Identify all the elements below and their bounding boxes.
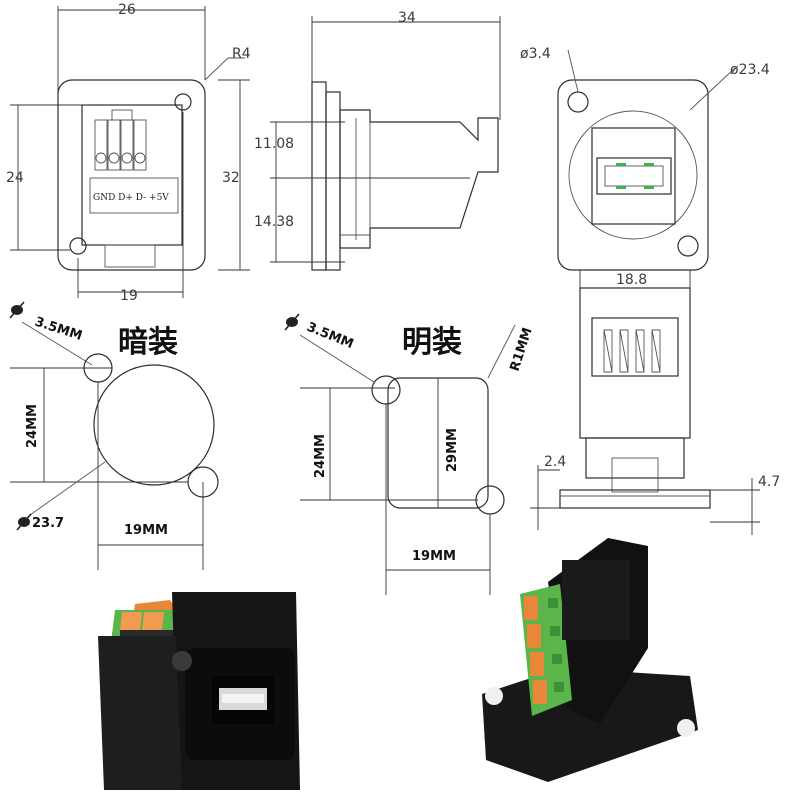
front-view: 26 R4 GND D+ D- +5V 24 xyxy=(6,2,251,304)
side-length-label: 34 xyxy=(398,10,416,26)
cutout-hidden-spacing-label: 19MM xyxy=(124,523,168,538)
front-inner-block xyxy=(81,104,183,246)
bottom-flange xyxy=(559,489,711,509)
cutout-exposed-title: 明装 xyxy=(402,325,462,360)
front-terminals xyxy=(94,109,147,171)
front-hole-top xyxy=(174,93,192,111)
bottom-width-label: 18.8 xyxy=(616,272,647,288)
cutout-hidden-height-label: 24MM xyxy=(25,404,40,448)
bottom-view: 18.8 2.4 4.7 xyxy=(530,270,780,535)
front-photo xyxy=(98,592,300,790)
bottom-lower-block xyxy=(585,437,685,479)
front-pin-labels: GND D+ D- +5V xyxy=(93,193,169,203)
usb-contacts xyxy=(616,163,654,189)
cutout-hidden-hole-label: 3.5MM xyxy=(33,315,84,344)
front-body-height-label: 32 xyxy=(222,170,240,186)
cutout-hidden-title: 暗装 xyxy=(118,325,178,360)
side-lower-dim-label: 14.38 xyxy=(254,214,294,230)
cutout-exposed-mount: 明装 3.5MM R1MM 24MM 29MM 19MM xyxy=(284,313,536,595)
side-upper-dim-label: 11.08 xyxy=(254,136,294,152)
cutout-exposed-hole-top xyxy=(371,375,401,405)
cutout-exposed-hole-bottom xyxy=(475,485,505,515)
back-body-dia-label: ø23.4 xyxy=(730,62,770,78)
back-hole-dia-label: ø3.4 xyxy=(520,46,551,62)
bottom-right-offset-label: 4.7 xyxy=(758,474,780,490)
bottom-left-offset-label: 2.4 xyxy=(544,454,566,470)
rear-terminals xyxy=(524,596,564,704)
diameter-symbol-icon xyxy=(284,313,300,331)
bottom-center-tab xyxy=(611,457,659,493)
side-body-outline xyxy=(339,109,499,249)
cutout-exposed-radius-label: R1MM xyxy=(508,326,536,373)
front-bottom-tab xyxy=(104,244,156,268)
front-width-label: 26 xyxy=(118,2,136,18)
cutout-exposed-spacing-label: 19MM xyxy=(412,549,456,564)
front-radius-label: R4 xyxy=(232,46,251,62)
bottom-terminal-block xyxy=(591,317,679,377)
side-view: 34 11.08 14.38 xyxy=(254,10,501,271)
usb-a-tongue xyxy=(604,165,664,187)
bottom-terminal-slots xyxy=(603,329,661,373)
back-port-housing xyxy=(591,127,676,225)
diameter-symbol-icon xyxy=(16,513,32,531)
front-height-label: 24 xyxy=(6,170,24,186)
back-hole-bottom xyxy=(677,235,699,257)
usb-a-port xyxy=(596,157,672,195)
side-body-details xyxy=(340,118,371,240)
front-body-outline xyxy=(57,79,206,271)
front-label-plate xyxy=(89,177,179,214)
rear-photo xyxy=(482,538,698,782)
front-hole-bottom xyxy=(69,237,87,255)
back-hole-top xyxy=(567,91,589,113)
cutout-exposed-inner-height-label: 29MM xyxy=(445,428,460,472)
diameter-symbol-icon xyxy=(9,301,25,319)
bottom-body-outline xyxy=(579,287,691,439)
back-body-outline xyxy=(557,79,709,271)
front-hole-spacing-label: 19 xyxy=(120,288,138,304)
cutout-hidden-main-circle xyxy=(93,364,215,486)
cutout-exposed-height-label: 24MM xyxy=(313,434,328,478)
cutout-exposed-hole-label: 3.5MM xyxy=(305,320,356,352)
side-flange-inner xyxy=(325,91,341,271)
side-flange-outer xyxy=(311,81,327,271)
cutout-hidden-main-dia-label: 23.7 xyxy=(32,516,64,531)
back-view: ø3.4 ø23.4 xyxy=(520,46,770,271)
cutout-hidden-mount: 暗装 3.5MM 24MM 23.7 19MM xyxy=(9,301,219,570)
back-main-circle xyxy=(568,110,698,240)
